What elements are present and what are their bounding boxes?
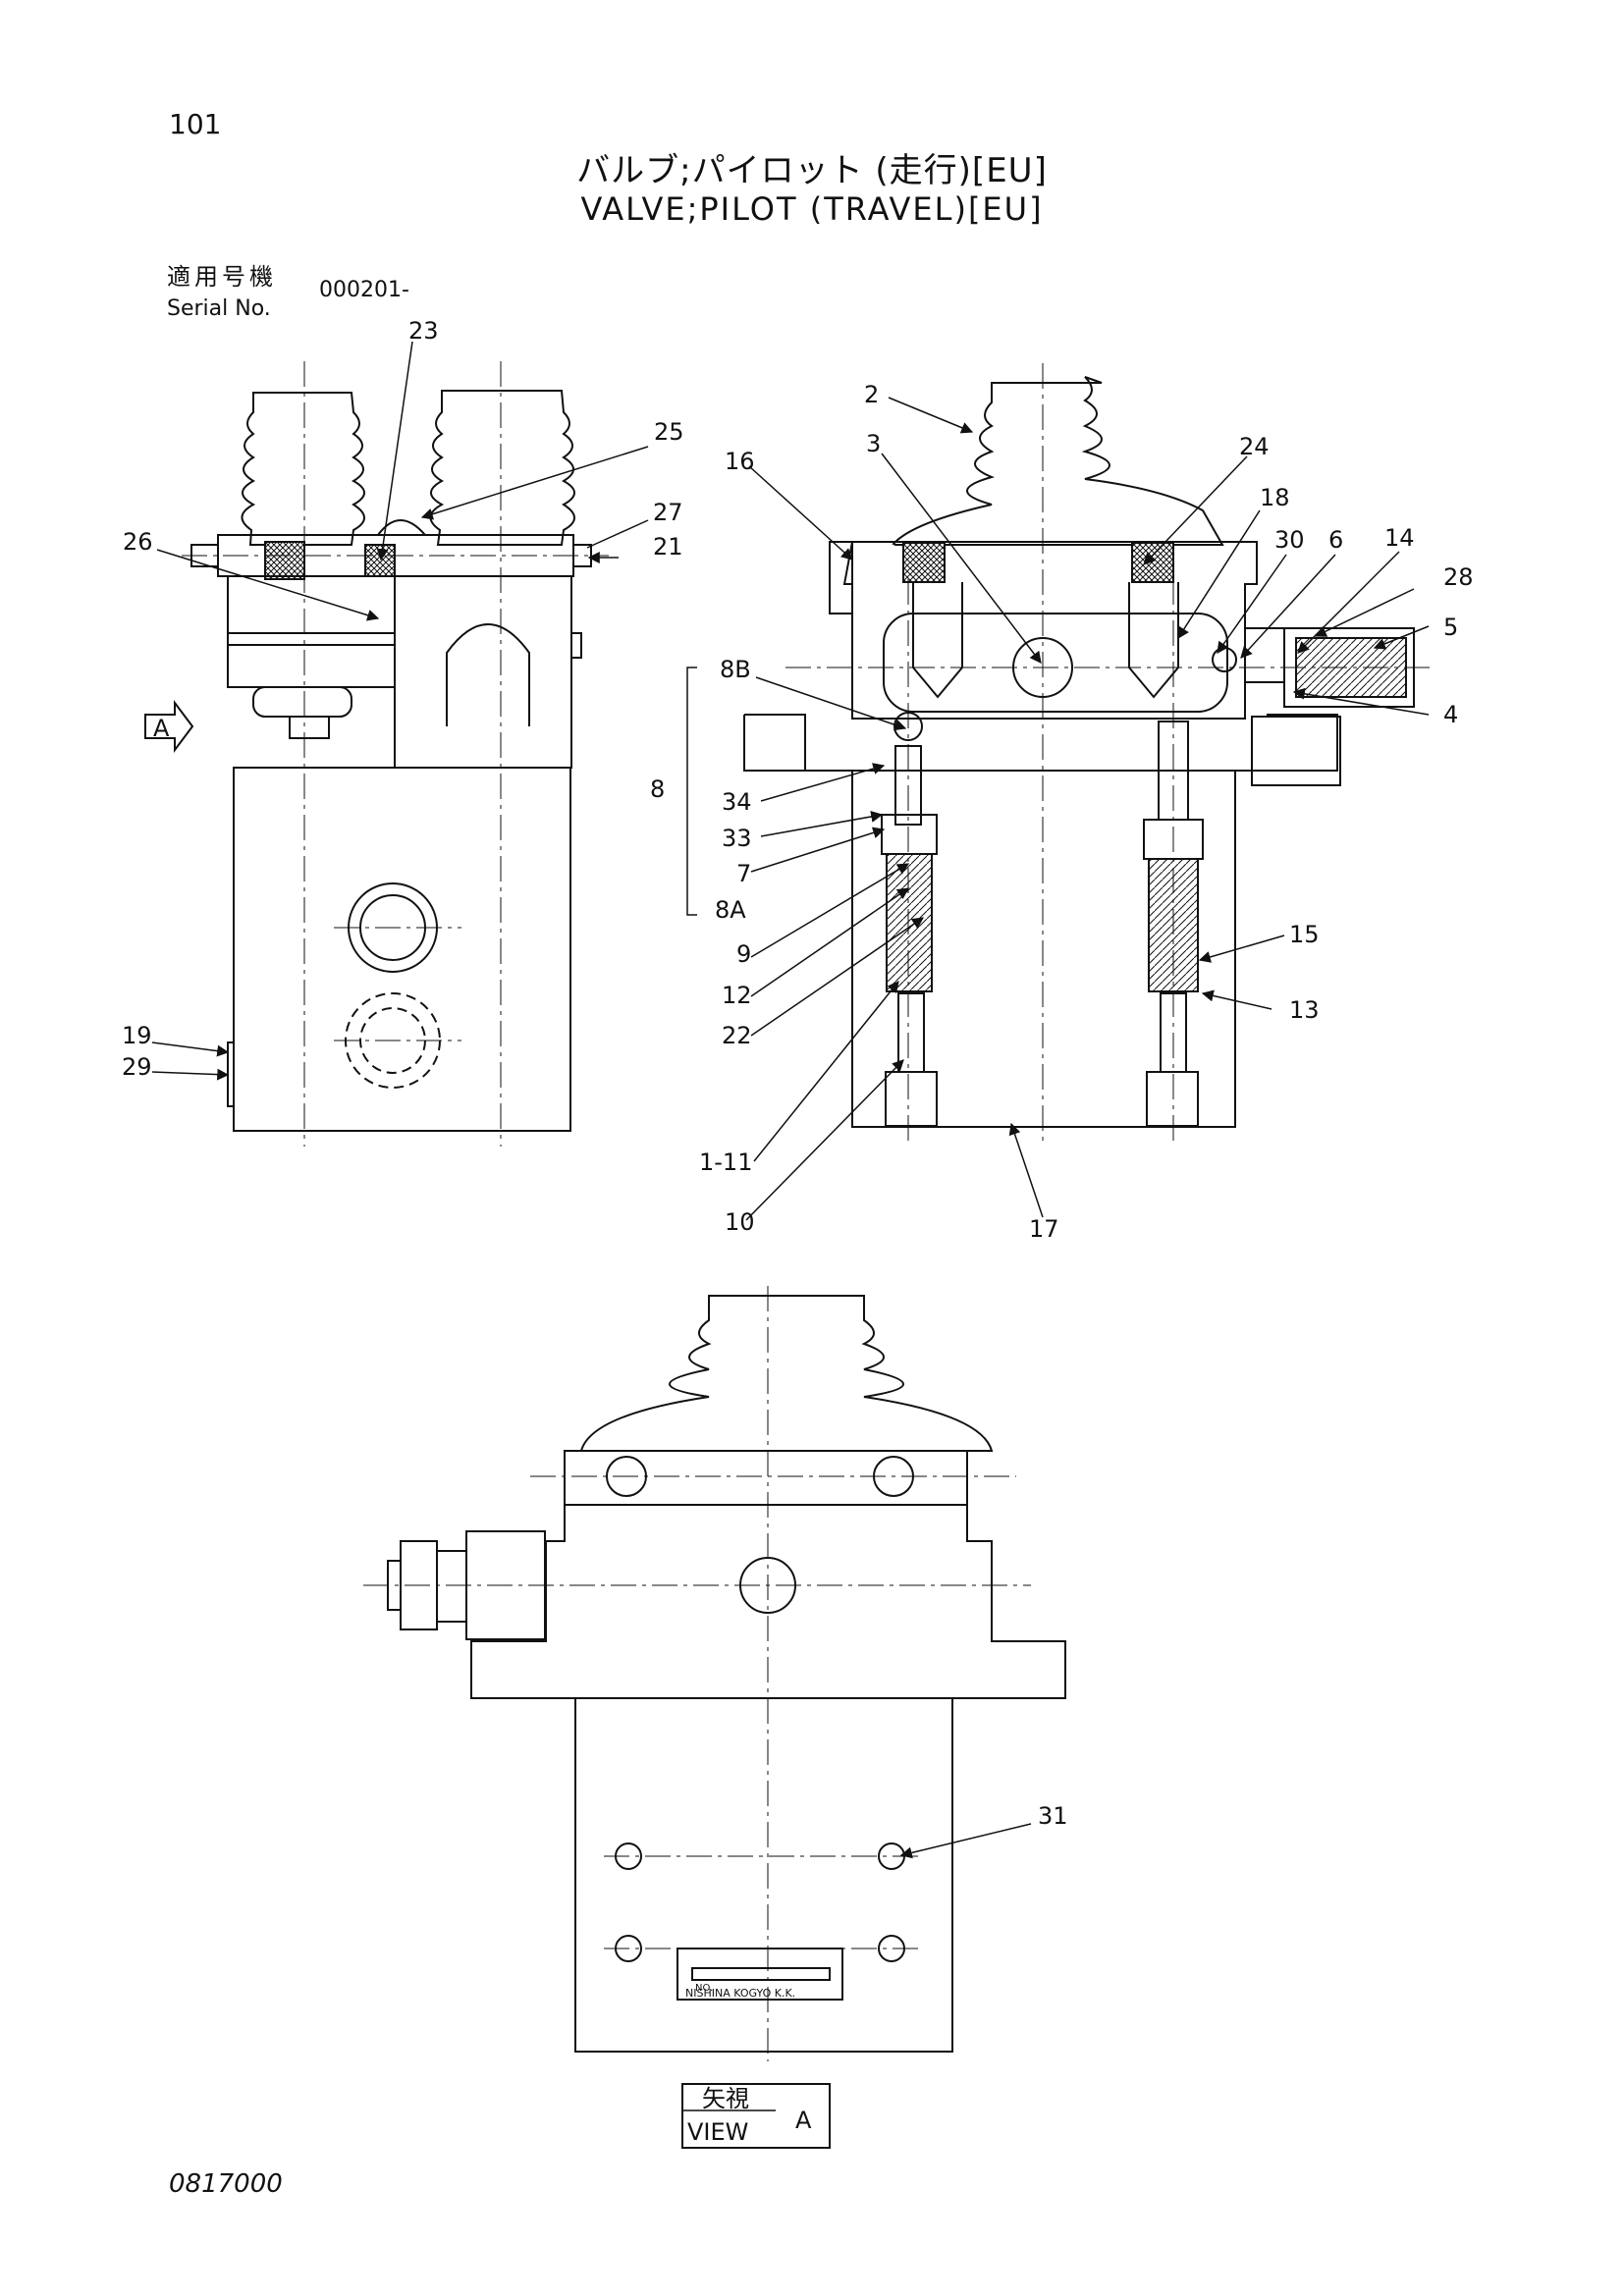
callout-2: 2	[864, 381, 879, 408]
callout-24: 24	[1239, 433, 1270, 460]
callout-27: 27	[653, 499, 683, 526]
callout-28: 28	[1443, 563, 1474, 591]
callout-34: 34	[722, 788, 752, 816]
callout-16: 16	[725, 448, 755, 475]
callout-23: 23	[408, 317, 439, 345]
callout-9: 9	[736, 940, 751, 968]
callout-13: 13	[1289, 996, 1320, 1024]
view-label-english: VIEW	[687, 2118, 748, 2146]
callout-3: 3	[866, 430, 881, 457]
side-view	[144, 361, 609, 1147]
bellows-left	[241, 392, 365, 546]
callout-8: 8	[650, 775, 665, 803]
callout-8A: 8A	[715, 896, 746, 924]
callout-19: 19	[122, 1022, 152, 1049]
callout-18: 18	[1260, 484, 1290, 511]
serial-label-english: Serial No.	[167, 296, 271, 321]
leader-lines	[151, 341, 1430, 1859]
nameplate-line2: NISHINA KOGYO K.K.	[685, 1987, 795, 2000]
title-japanese: バルブ;パイロット (走行)[EU]	[576, 151, 1048, 190]
view-a	[363, 1286, 1066, 2061]
serial-label-japanese: 適用号機	[167, 263, 277, 291]
callout-1-11: 1-11	[699, 1148, 752, 1176]
callout-25: 25	[654, 418, 684, 446]
callout-5: 5	[1443, 614, 1458, 641]
callout-4: 4	[1443, 701, 1458, 728]
view-label-japanese: 矢視	[702, 2085, 749, 2112]
spool-left	[881, 712, 938, 1127]
page-number: 101	[169, 108, 222, 140]
document-code: 0817000	[169, 2169, 283, 2199]
view-a-arrow-icon	[144, 700, 194, 753]
callout-29: 29	[122, 1053, 152, 1081]
callout-15: 15	[1289, 921, 1320, 948]
bellows-right	[429, 390, 575, 546]
callout-33: 33	[722, 825, 752, 852]
view-label-box	[681, 2083, 831, 2149]
callout-7: 7	[736, 860, 751, 887]
nameplate-line1: NO.	[695, 1983, 713, 1994]
callout-12: 12	[722, 982, 752, 1009]
callout-30: 30	[1274, 526, 1305, 554]
serial-number-value: 000201-	[319, 278, 409, 302]
callout-26: 26	[123, 528, 153, 556]
title-english: VALVE;PILOT (TRAVEL)[EU]	[580, 190, 1044, 228]
callout-21: 21	[653, 533, 683, 561]
callout-14: 14	[1384, 524, 1415, 552]
view-label-letter: A	[795, 2107, 812, 2134]
section-view	[686, 363, 1434, 1147]
callout-10: 10	[725, 1208, 755, 1236]
callout-17: 17	[1029, 1215, 1059, 1243]
callout-31: 31	[1038, 1802, 1068, 1830]
callout-6: 6	[1328, 526, 1343, 554]
callout-labels: 23 25 27 21 26 19 29 A 2 3 16 24 18 30 6…	[122, 317, 1474, 2146]
view-a-arrow-letter: A	[153, 715, 170, 742]
callout-8B: 8B	[720, 656, 751, 683]
callout-22: 22	[722, 1022, 752, 1049]
